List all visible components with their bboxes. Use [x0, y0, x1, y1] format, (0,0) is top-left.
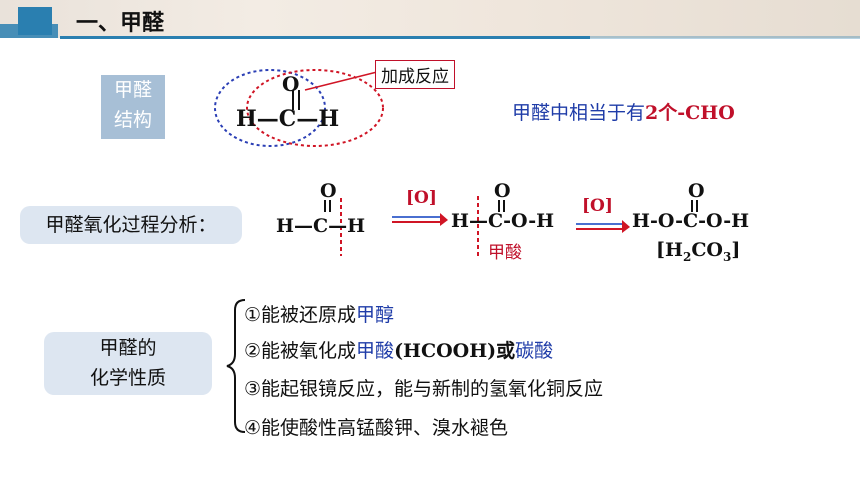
- formula-close: ]: [731, 239, 741, 261]
- red-dotted-ellipse: [246, 69, 384, 147]
- step2-marks: [477, 196, 505, 258]
- structure-label: 甲醛 结构: [101, 75, 165, 139]
- step3-double-bond: [691, 200, 698, 212]
- arrow2: [576, 220, 630, 233]
- property-item-1: ①能被还原成甲醇: [244, 300, 394, 327]
- cho-note-count: 2个-CHO: [645, 102, 735, 124]
- properties-brace: [226, 299, 246, 433]
- property-item-4: ④能使酸性高锰酸钾、溴水褪色: [244, 417, 509, 439]
- cho-note: 甲醛中相当于有2个-CHO: [512, 98, 735, 125]
- structure-oxygen: O: [282, 72, 300, 96]
- callout-line: [304, 71, 378, 91]
- properties-label: 甲醛的 化学性质: [44, 332, 212, 395]
- step3-formula: H-O-C-O-H: [632, 210, 750, 232]
- step3-oxygen: O: [688, 180, 705, 202]
- arrow1: [392, 213, 448, 226]
- structure-bond-left: —: [256, 106, 279, 132]
- step1-formula: H—C—H: [276, 215, 366, 237]
- property-2-middle: (HCOOH)或: [394, 340, 516, 362]
- property-2-highlight: 甲酸: [356, 340, 395, 362]
- addition-reaction-callout: 加成反应: [375, 60, 455, 89]
- step1-marks: [324, 198, 342, 256]
- header-underline-fade: [590, 36, 860, 39]
- carbonic-acid-formula: [H2CO3]: [656, 239, 740, 264]
- structure-h-right: H: [318, 106, 340, 132]
- blue-dotted-ellipse: [214, 69, 326, 147]
- structure-formula: H—C—H: [236, 106, 339, 132]
- arrow2-label: [O]: [582, 196, 613, 216]
- formaldehyde-structure-diagram: [214, 69, 384, 147]
- header-band: [0, 0, 860, 38]
- formula-open: [H: [656, 239, 683, 261]
- property-item-3: ③能起银镜反应，能与新制的氢氧化铜反应: [244, 378, 604, 400]
- formula-sub2: 3: [723, 249, 732, 264]
- properties-label-line1: 甲醛的: [99, 337, 157, 359]
- formula-mid: CO: [691, 239, 723, 261]
- structure-carbon: C: [278, 106, 297, 132]
- formula-sub1: 2: [682, 249, 692, 264]
- arrow1-label: [O]: [406, 188, 437, 208]
- structure-h-left: H: [236, 106, 257, 132]
- oxidation-label: 甲醛氧化过程分析：: [20, 206, 242, 244]
- header-underline: [60, 36, 590, 39]
- step1-oxygen: O: [320, 180, 337, 202]
- structure-bond-right: —: [296, 106, 319, 132]
- properties-label-line2: 化学性质: [89, 367, 166, 389]
- structure-label-line1: 甲醛: [113, 79, 152, 101]
- property-1-text: ①能被还原成: [244, 304, 357, 326]
- structure-label-line2: 结构: [113, 109, 152, 131]
- property-item-2: ②能被氧化成甲酸(HCOOH)或碳酸: [244, 336, 553, 363]
- header-accent-square: [18, 7, 52, 35]
- property-1-highlight: 甲醇: [356, 304, 395, 326]
- formic-acid-label: 甲酸: [488, 243, 522, 263]
- property-2-text: ②能被氧化成: [244, 340, 357, 362]
- step2-formula: H—C-O-H: [451, 210, 555, 232]
- step2-oxygen: O: [494, 180, 511, 202]
- cho-note-prefix: 甲醛中相当于有: [512, 102, 646, 124]
- page-title: 一、甲醛: [76, 11, 165, 36]
- property-2-highlight2: 碳酸: [515, 340, 554, 362]
